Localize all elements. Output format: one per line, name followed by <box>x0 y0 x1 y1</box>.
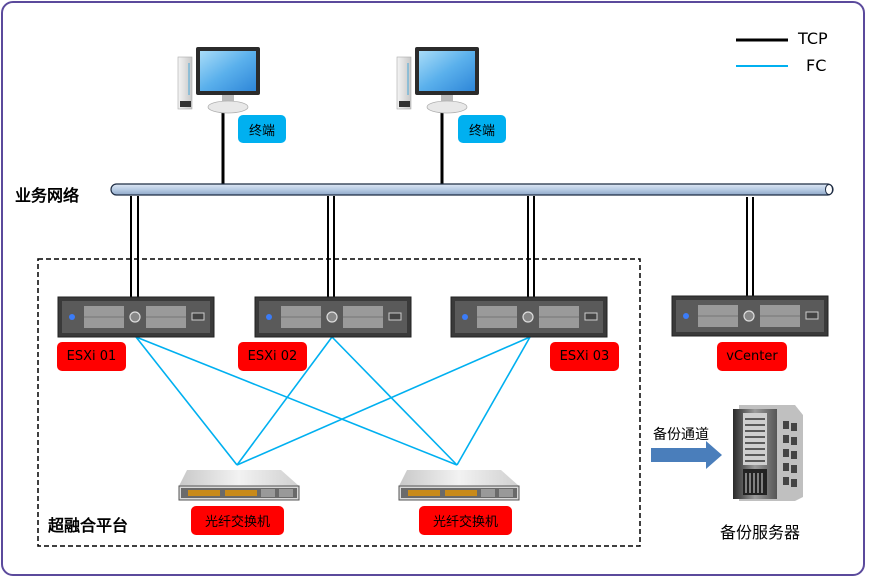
fc-links <box>135 336 531 466</box>
terminal-1-label: 终端 <box>238 115 286 143</box>
hyperconverged-platform-boundary <box>37 258 641 547</box>
backup-channel-arrow-icon <box>651 441 722 469</box>
esxi-02-label: ESXi 02 <box>238 342 307 371</box>
esxi-01-label: ESXi 01 <box>57 342 126 371</box>
esxi-01-server-icon <box>57 296 215 338</box>
esxi-02-server-icon <box>254 296 412 338</box>
esxi-03-label: ESXi 03 <box>550 342 619 371</box>
backup-channel-label: 备份通道 <box>653 427 709 443</box>
terminal-2-label: 终端 <box>458 115 506 143</box>
fc-link-esxi03-switch2 <box>456 336 531 466</box>
business-network-label: 业务网络 <box>15 186 80 205</box>
vcenter-server-icon <box>671 295 829 337</box>
fc-link-esxi02-switch1 <box>236 336 333 466</box>
tcp-link-vcenter <box>746 197 754 297</box>
hyperconverged-platform-label: 超融合平台 <box>48 516 129 535</box>
legend-tcp-label: TCP <box>798 29 828 48</box>
esxi-03-server-icon <box>450 296 608 338</box>
fc-switch-2-label: 光纤交换机 <box>419 506 512 535</box>
fc-switch-1-icon <box>178 470 300 501</box>
legend-fc-label: FC <box>806 56 827 75</box>
tcp-link-esxi-03 <box>527 196 535 297</box>
fc-switch-2-icon <box>398 470 520 501</box>
legend <box>736 38 788 67</box>
fc-switch-1-label: 光纤交换机 <box>191 506 284 535</box>
business-network-bus <box>110 183 834 196</box>
backup-server-label: 备份服务器 <box>720 523 801 542</box>
backup-server-icon <box>733 405 803 501</box>
fc-link-esxi02-switch2 <box>331 336 458 466</box>
fc-link-esxi01-switch2 <box>135 336 458 466</box>
fc-link-esxi03-switch1 <box>236 336 531 466</box>
terminal-2-computer-icon <box>396 47 479 114</box>
fc-link-esxi01-switch1 <box>135 336 238 466</box>
terminal-1-computer-icon <box>177 47 260 114</box>
vcenter-label: vCenter <box>717 342 787 371</box>
tcp-link-esxi-02 <box>327 196 335 297</box>
tcp-link-esxi-01 <box>130 196 139 297</box>
